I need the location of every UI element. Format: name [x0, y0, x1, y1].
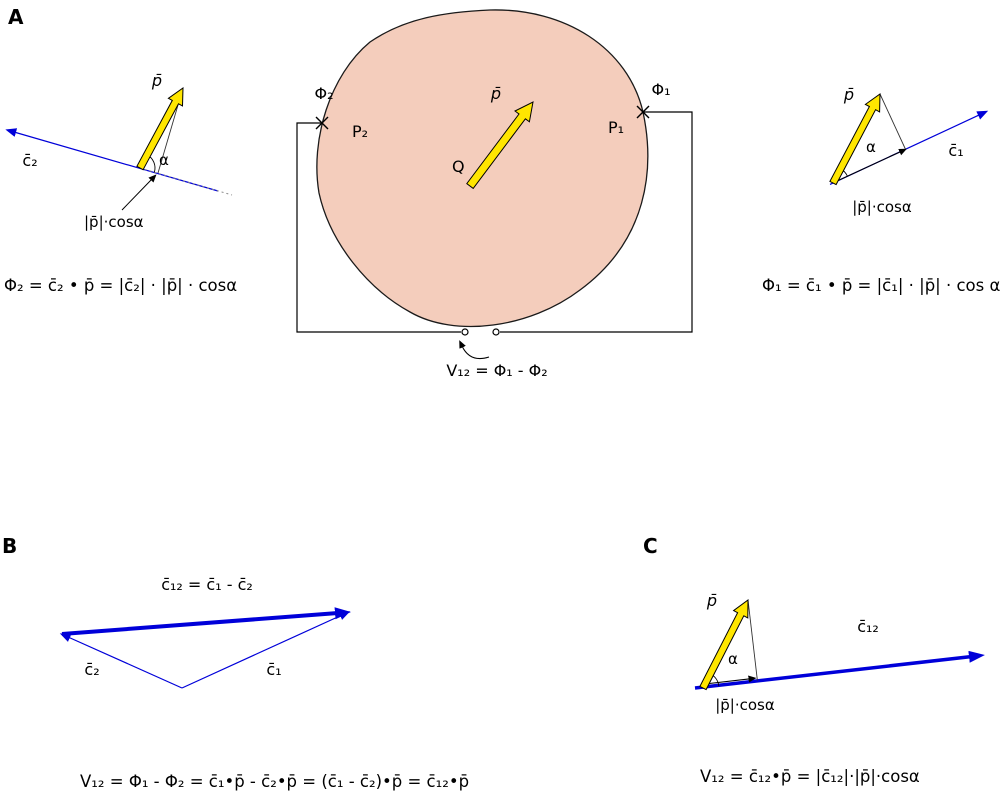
v12-final-formula: V₁₂ = c̄₁₂•p̄ = |c̄₁₂|·|p̄|·cosα	[700, 767, 920, 786]
projection-arrow-c	[704, 675, 757, 685]
lead-vector-diagram-left: c̄₂ p̄ α |p̄|·cosα Φ₂ = c̄₂ • p̄ = |c̄₂|…	[4, 71, 237, 295]
projection-label-right: |p̄|·cosα	[852, 198, 912, 216]
c1-triangle-vector	[181, 611, 351, 689]
c1-label: c̄₁	[948, 141, 963, 160]
dipole-arrow-right	[829, 93, 881, 186]
voltage-direction-arrow	[459, 340, 490, 360]
c2-triangle-vector	[59, 633, 183, 689]
c2-label: c̄₂	[22, 151, 37, 170]
projection-arrow-right	[835, 148, 907, 182]
c2-extension-dotted-line	[139, 167, 233, 196]
phi2-formula: Φ₂ = c̄₂ • p̄ = |c̄₂| · |p̄| · cosα	[4, 276, 237, 295]
projection-pointer-arrow-left	[121, 174, 157, 211]
panel-a-letter: A	[8, 5, 24, 29]
c12-label: c̄₁₂	[857, 617, 879, 636]
p-label-c: p̄	[706, 591, 717, 610]
right-terminal	[492, 328, 500, 336]
c1-triangle-label: c̄₁	[266, 660, 281, 679]
p2-electrode-label: P₂	[352, 122, 368, 141]
electrode-p1-cross	[636, 105, 650, 119]
dipole-arrow-c	[699, 599, 749, 691]
phi2-label: Φ₂	[314, 84, 333, 103]
phi1-formula: Φ₁ = c̄₁ • p̄ = |c̄₁| · |p̄| · cos α	[762, 276, 1000, 295]
voltmeter-label: V₁₂ = Φ₁ - Φ₂	[446, 361, 547, 380]
c12-vector	[61, 607, 351, 636]
panel-a: A V₁₂ = Φ₁ - Φ₂ Φ₂ P₂ Φ₁ P₁ p̄ Q	[8, 5, 693, 380]
right-lead-wire	[500, 111, 693, 333]
c12-lead-vector	[694, 650, 985, 690]
projection-line-c	[747, 599, 758, 681]
p-label-left: p̄	[151, 71, 162, 90]
alpha-label-c: α	[728, 650, 738, 668]
c2-triangle-label: c̄₂	[84, 660, 99, 679]
c12-equation-label: c̄₁₂ = c̄₁ - c̄₂	[161, 575, 253, 594]
left-lead-wire	[296, 122, 461, 333]
left-terminal	[461, 328, 469, 336]
projection-line-right	[879, 93, 907, 150]
v12-expansion-formula: V₁₂ = Φ₁ - Φ₂ = c̄₁•p̄ - c̄₂•p̄ = (c̄₁ -…	[80, 772, 469, 791]
panel-b-letter: B	[2, 534, 17, 558]
p-label-right: p̄	[843, 85, 854, 104]
dipole-arrow-left	[136, 87, 184, 171]
c2-lead-vector	[5, 128, 219, 192]
panel-c-letter: C	[643, 534, 658, 558]
phi1-label: Φ₁	[651, 80, 670, 99]
projection-label-c: |p̄|·cosα	[715, 696, 775, 714]
panel-b: B c̄₁₂ = c̄₁ - c̄₂ c̄₂ c̄₁ V₁₂ = Φ₁ - Φ₂…	[2, 534, 469, 791]
dipole-label: p̄	[490, 84, 501, 103]
electrode-p1-cross-line2	[636, 105, 650, 119]
alpha-label-left: α	[159, 151, 169, 169]
source-point-label: Q	[452, 157, 465, 176]
p1-electrode-label: P₁	[608, 118, 624, 137]
lead-vector-diagram-right: c̄₁ p̄ α |p̄|·cosα Φ₁ = c̄₁ • p̄ = |c̄₁|…	[762, 85, 1000, 295]
alpha-label-right: α	[866, 138, 876, 156]
panel-c: C p̄ c̄₁₂ α |p̄|·cosα V₁₂ = c̄₁₂•p̄ = |c…	[643, 534, 985, 786]
electrode-p2-cross	[315, 116, 329, 130]
electrode-p2-cross-line2	[315, 116, 329, 130]
projection-label-left: |p̄|·cosα	[84, 213, 144, 231]
dipole-arrow	[466, 101, 534, 190]
